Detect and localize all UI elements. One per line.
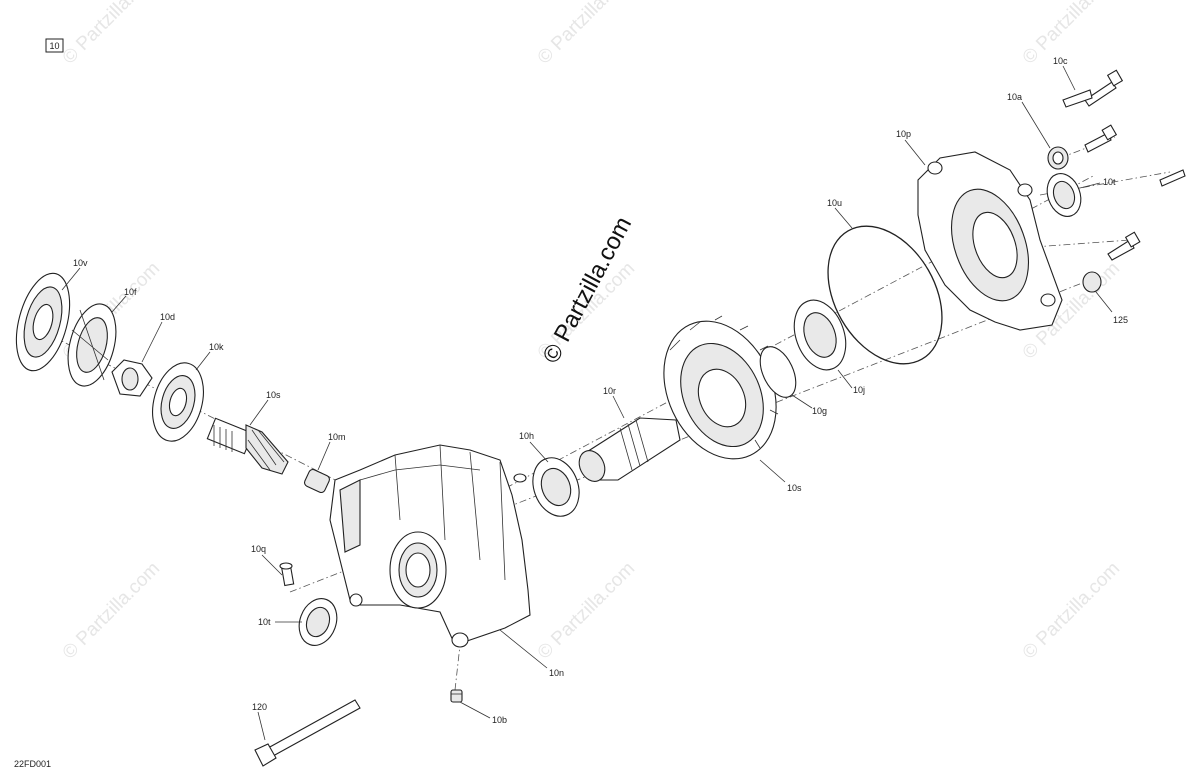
watermark-text: © Partzilla.com: [534, 0, 639, 69]
diagram-id-box: 10: [45, 38, 64, 53]
part-10v-seal: [15, 272, 71, 372]
watermark-text: © Partzilla.com: [59, 558, 164, 663]
callout-10p: 10p: [896, 129, 911, 139]
callout-125: 125: [1113, 315, 1128, 325]
watermark-text: © Partzilla.com: [1019, 558, 1124, 663]
callout-10f: 10f: [124, 287, 137, 297]
callout-10k: 10k: [209, 342, 224, 352]
part-10k-bearing: [152, 362, 204, 442]
part-10b-plug: [450, 689, 463, 703]
part-10d-nut: [111, 359, 153, 397]
callout-10t-right: 10t: [1103, 177, 1116, 187]
part-10t-seal-left: [298, 598, 338, 646]
callout-10u: 10u: [827, 198, 842, 208]
part-10g-shim: [759, 346, 797, 398]
part-10q-stud: [279, 562, 295, 587]
part-10t-seal-right: [1046, 173, 1082, 217]
part-10u-o-ring: [827, 225, 943, 365]
part-10p-cover: [917, 151, 1063, 331]
callout-labels: 10v 10f 10d 10k 10s 10m 10q 10t 10n 10b …: [73, 56, 1128, 725]
watermark-layer: © Partzilla.com © Partzilla.com © Partzi…: [59, 0, 1124, 664]
callout-10b: 10b: [492, 715, 507, 725]
callout-10a: 10a: [1007, 92, 1022, 102]
watermark-text: © Partzilla.com: [1019, 0, 1124, 69]
leader-lines: [61, 65, 1113, 741]
callout-10r: 10r: [603, 386, 616, 396]
part-125-washer: [1082, 271, 1102, 293]
part-10h-bearing: [532, 457, 580, 517]
callout-120: 120: [252, 702, 267, 712]
callout-10j: 10j: [853, 385, 865, 395]
callout-10t-left: 10t: [258, 617, 271, 627]
callout-10v: 10v: [73, 258, 88, 268]
watermark-text: © Partzilla.com: [59, 0, 164, 69]
drawing-code: 22FD001: [14, 759, 51, 769]
callout-10g: 10g: [812, 406, 827, 416]
part-10j-bearing: [793, 299, 847, 371]
watermark-text: © Partzilla.com: [534, 558, 639, 663]
callout-10s-gear: 10s: [787, 483, 802, 493]
callout-10h: 10h: [519, 431, 534, 441]
callout-10n: 10n: [549, 668, 564, 678]
center-watermark: © Partzilla.com: [537, 212, 637, 367]
part-10c-bolts: [1062, 69, 1186, 261]
callout-10d: 10d: [160, 312, 175, 322]
part-10s-pinion: [206, 417, 289, 475]
part-10a-washer: [1047, 146, 1069, 170]
callout-10s-pinion: 10s: [266, 390, 281, 400]
diagram-id: 10: [49, 41, 59, 51]
part-120-long-bolt: [254, 699, 361, 767]
part-10f-coupler: [67, 303, 117, 387]
callout-10m: 10m: [328, 432, 346, 442]
part-10s-ring-gear: [663, 315, 780, 460]
callout-10c: 10c: [1053, 56, 1068, 66]
part-10n-housing: [329, 444, 531, 648]
callout-10q: 10q: [251, 544, 266, 554]
part-10m-needle-bearing: [303, 468, 331, 494]
part-10r-shaft: [578, 417, 681, 482]
